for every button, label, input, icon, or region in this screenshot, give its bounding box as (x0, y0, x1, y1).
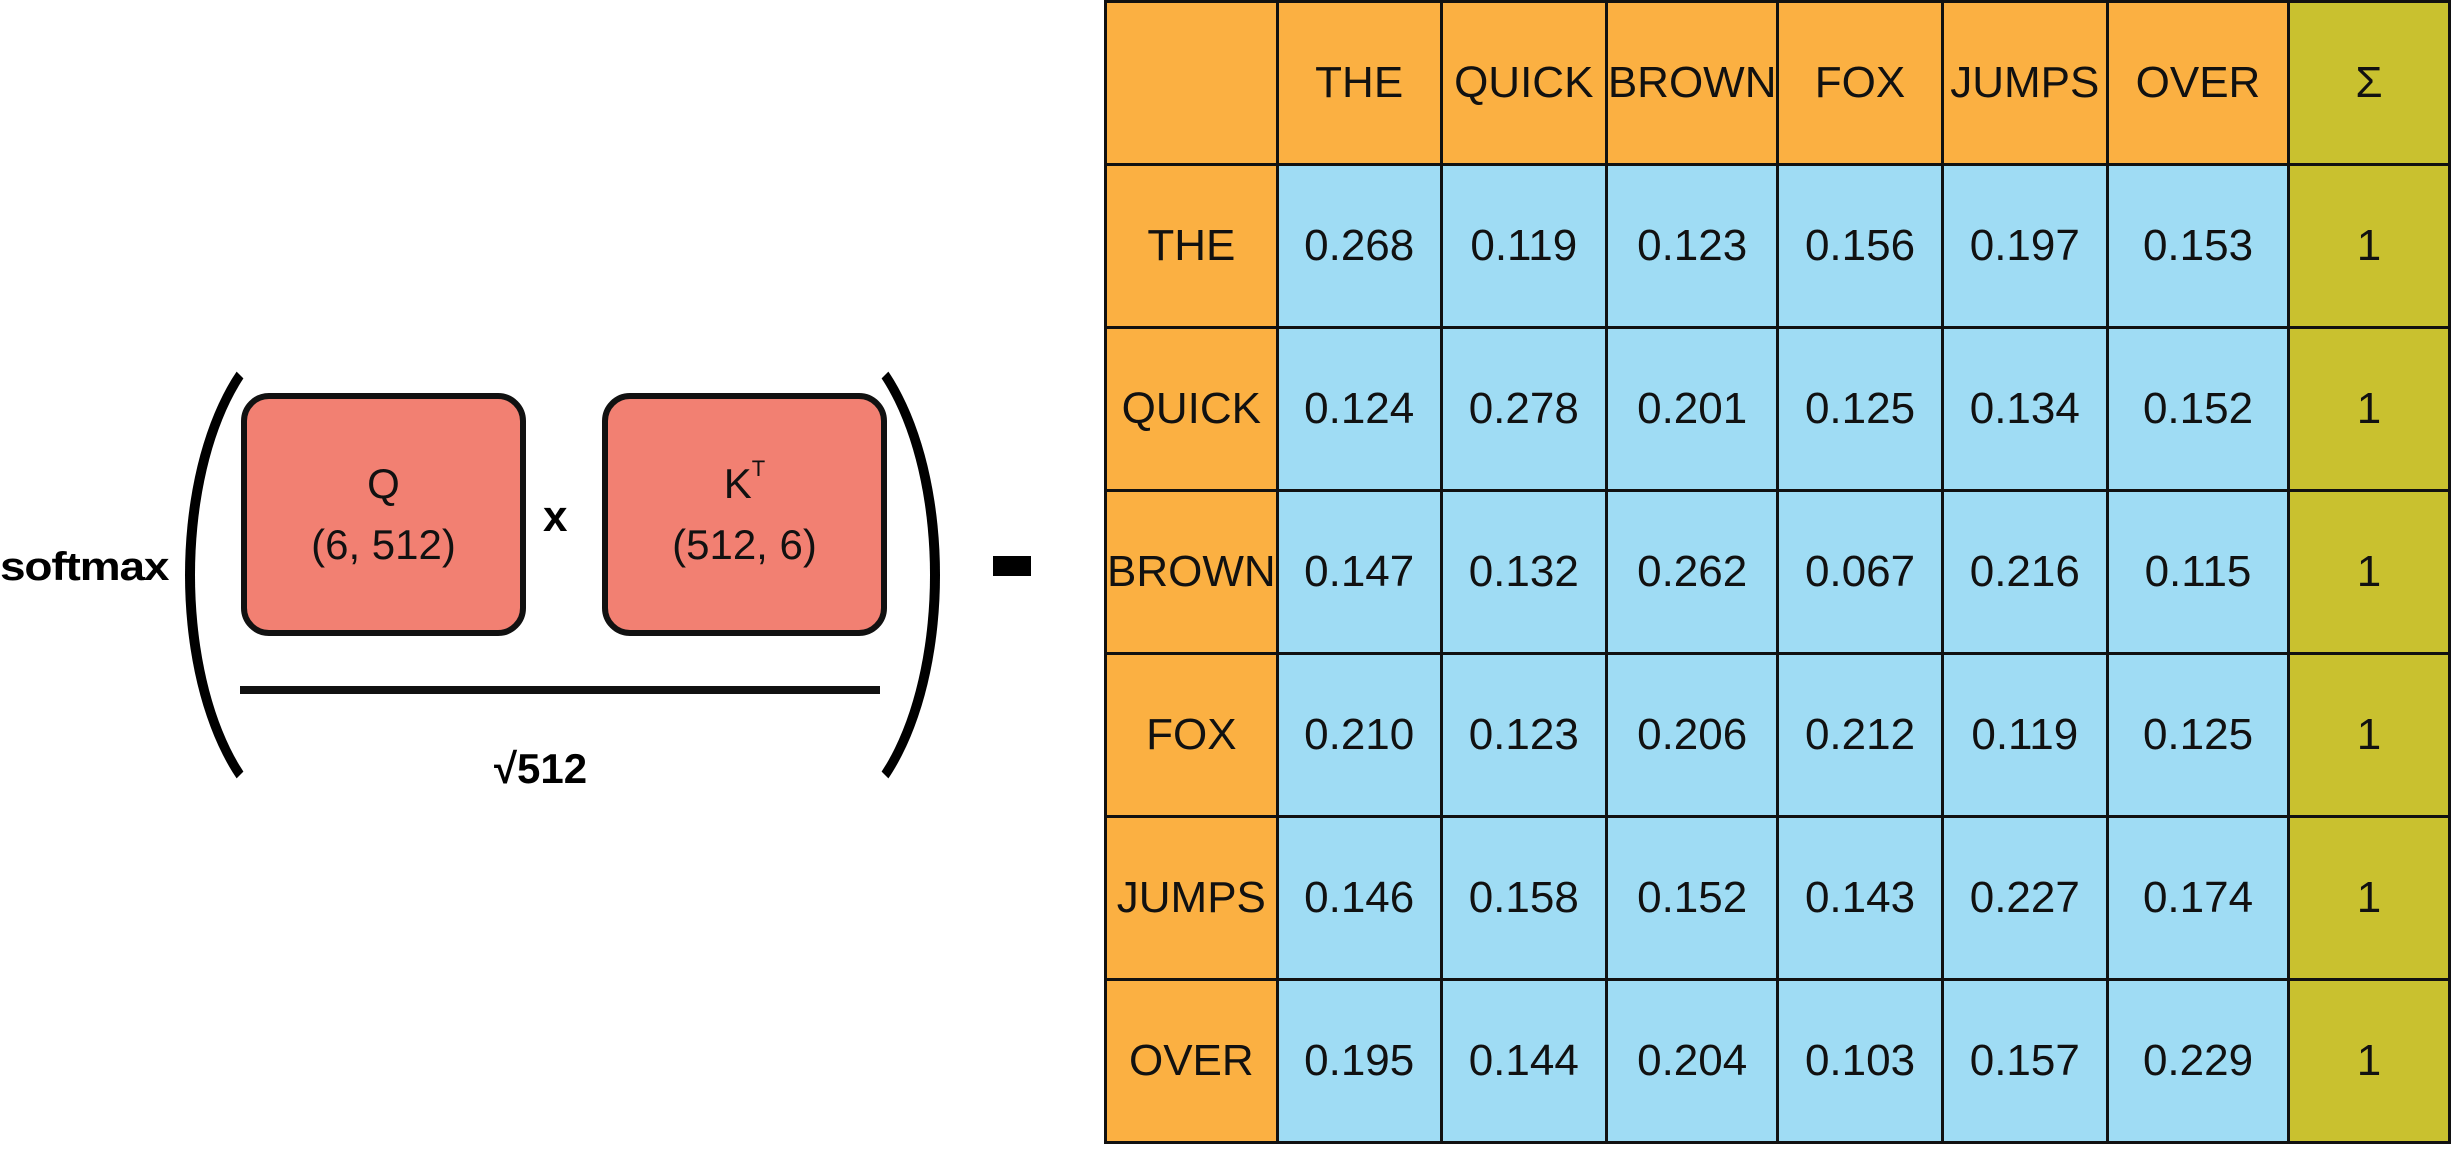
weight-cell: 0.134 (1940, 326, 2110, 492)
equals-sign (993, 556, 1031, 576)
weight-cell: 0.174 (2106, 815, 2290, 981)
weight-cell: 0.067 (1776, 489, 1944, 655)
weight-cell: 0.278 (1439, 326, 1608, 492)
column-header: FOX (1776, 0, 1944, 166)
weight-cell: 0.206 (1604, 652, 1780, 818)
row-header: JUMPS (1104, 815, 1279, 981)
row-sum-cell: 1 (2286, 163, 2451, 329)
weight-cell: 0.119 (1940, 652, 2110, 818)
row-header: THE (1104, 163, 1279, 329)
weight-cell: 0.210 (1275, 652, 1443, 818)
row-sum-cell: 1 (2286, 326, 2451, 492)
right-parenthesis (810, 320, 940, 830)
row-sum-cell: 1 (2286, 815, 2451, 981)
scale-denominator: √512 (494, 745, 588, 792)
row-header: BROWN (1104, 489, 1279, 655)
key-shape: (512, 6) (672, 521, 817, 568)
weight-cell: 0.103 (1776, 978, 1944, 1144)
row-sum-cell: 1 (2286, 489, 2451, 655)
weight-cell: 0.268 (1275, 163, 1443, 329)
column-header: QUICK (1439, 0, 1608, 166)
weight-cell: 0.153 (2106, 163, 2290, 329)
query-shape: (6, 512) (311, 520, 456, 568)
weight-cell: 0.156 (1776, 163, 1944, 329)
softmax-formula: softmax Q (6, 512) x KT (512, 6) √512 (0, 0, 1090, 1162)
column-header: BROWN (1604, 0, 1780, 166)
weight-cell: 0.152 (2106, 326, 2290, 492)
weight-cell: 0.147 (1275, 489, 1443, 655)
row-header: QUICK (1104, 326, 1279, 492)
weight-cell: 0.123 (1604, 163, 1780, 329)
weight-cell: 0.229 (2106, 978, 2290, 1144)
weight-cell: 0.124 (1275, 326, 1443, 492)
weight-cell: 0.262 (1604, 489, 1780, 655)
column-header: JUMPS (1940, 0, 2110, 166)
multiply-operator: x (543, 492, 568, 541)
weight-cell: 0.204 (1604, 978, 1780, 1144)
weight-cell: 0.152 (1604, 815, 1780, 981)
weight-cell: 0.146 (1275, 815, 1443, 981)
key-label-wrap: KT (724, 453, 765, 515)
key-label: K (723, 460, 752, 508)
weight-cell: 0.143 (1776, 815, 1944, 981)
weight-cell: 0.216 (1940, 489, 2110, 655)
weight-cell: 0.197 (1940, 163, 2110, 329)
corner-cell (1104, 0, 1279, 166)
weight-cell: 0.125 (2106, 652, 2290, 818)
column-header: THE (1275, 0, 1443, 166)
weight-cell: 0.158 (1439, 815, 1608, 981)
weight-cell: 0.195 (1275, 978, 1443, 1144)
weight-cell: 0.119 (1439, 163, 1608, 329)
weight-cell: 0.123 (1439, 652, 1608, 818)
weight-cell: 0.212 (1776, 652, 1944, 818)
row-header: FOX (1104, 652, 1279, 818)
softmax-label: softmax (0, 545, 170, 589)
column-header: OVER (2106, 0, 2290, 166)
sum-header: Σ (2286, 0, 2451, 166)
query-matrix: Q (6, 512) (241, 393, 526, 636)
weight-cell: 0.115 (2106, 489, 2290, 655)
query-label: Q (367, 459, 400, 507)
weight-cell: 0.132 (1439, 489, 1608, 655)
weight-cell: 0.227 (1940, 815, 2110, 981)
row-sum-cell: 1 (2286, 652, 2451, 818)
row-sum-cell: 1 (2286, 978, 2451, 1144)
weight-cell: 0.157 (1940, 978, 2110, 1144)
row-header: OVER (1104, 978, 1279, 1144)
weight-cell: 0.125 (1776, 326, 1944, 492)
left-parenthesis (185, 320, 315, 830)
weight-cell: 0.144 (1439, 978, 1608, 1144)
transpose-superscript: T (751, 456, 766, 482)
weight-cell: 0.201 (1604, 326, 1780, 492)
fraction-bar (240, 686, 880, 694)
